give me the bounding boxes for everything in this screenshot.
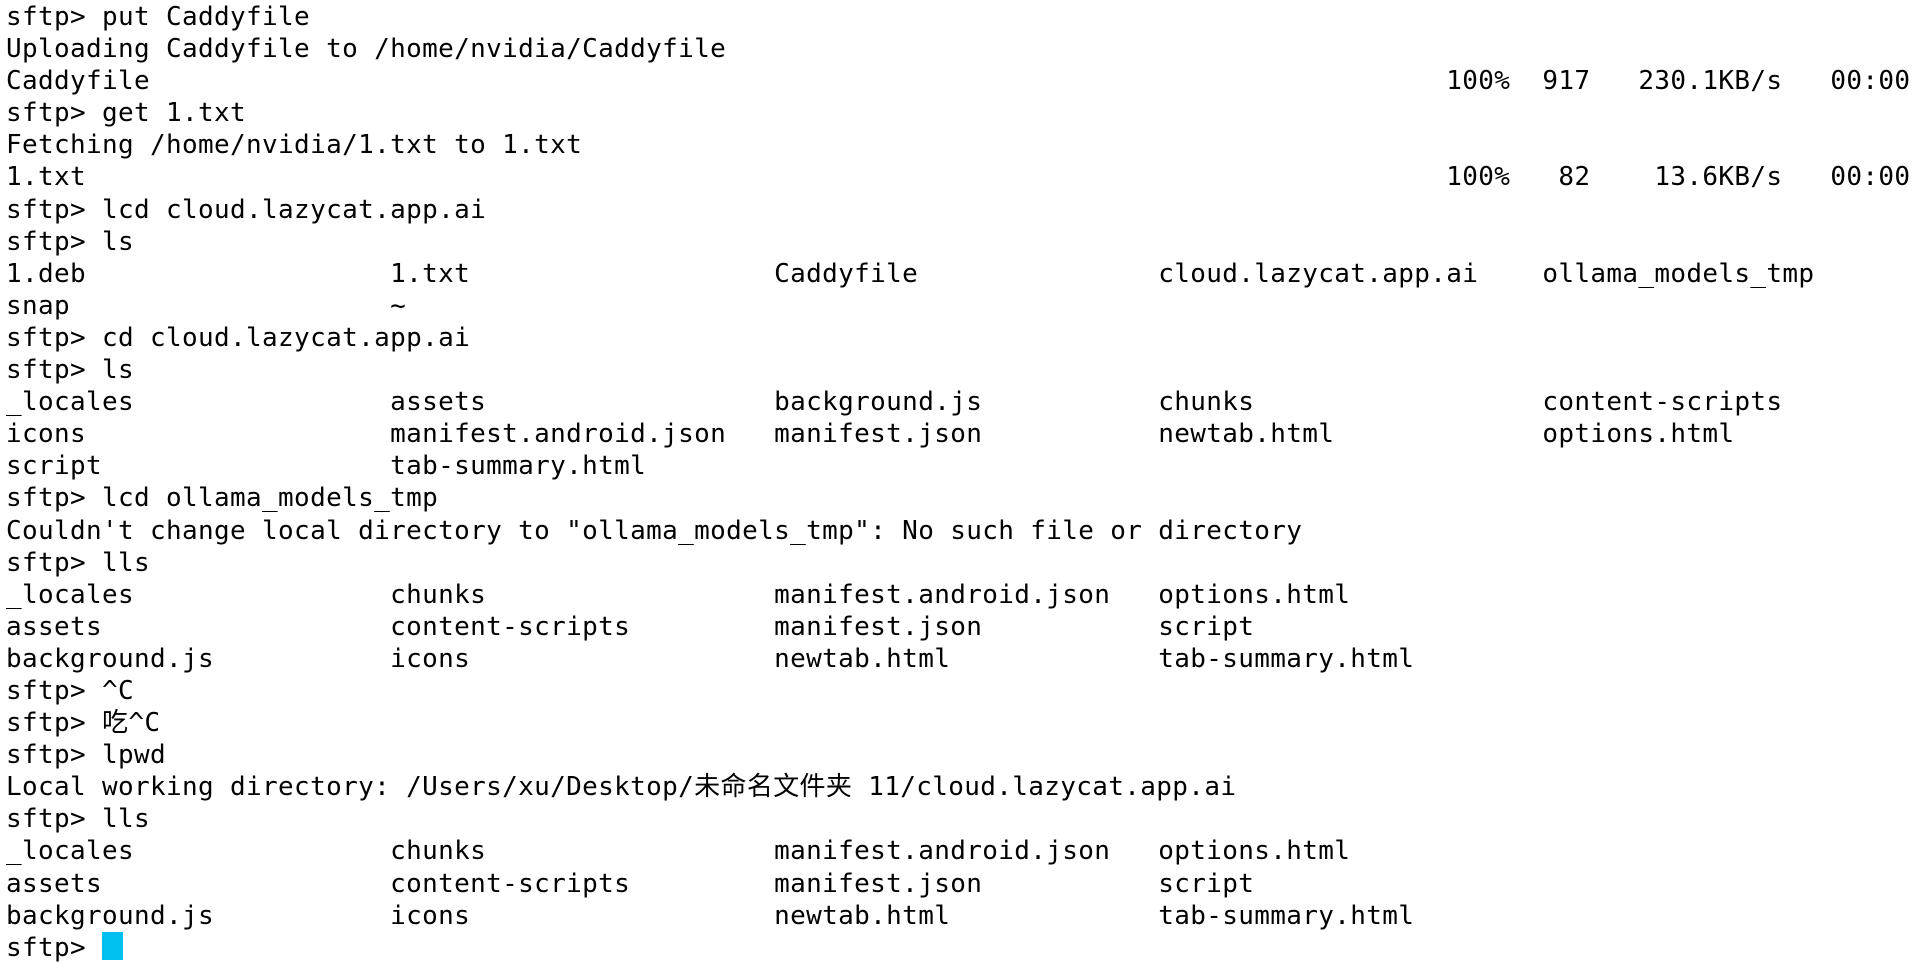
terminal-line: sftp> lcd ollama_models_tmp — [6, 483, 439, 514]
terminal-line: background.js icons newtab.html tab-summ… — [6, 643, 1415, 674]
terminal-line: sftp> ls — [6, 355, 135, 386]
terminal-line: sftp> lls — [6, 547, 151, 578]
terminal-line: sftp> 吃^C — [6, 708, 161, 739]
terminal-line: Caddyfile 100% 917 230.1KB/s 00:00 — [6, 66, 1911, 97]
terminal-line: Fetching /home/nvidia/1.txt to 1.txt — [6, 130, 583, 161]
terminal-line: sftp> cd cloud.lazycat.app.ai — [6, 322, 471, 353]
terminal-line: sftp> lpwd — [6, 740, 167, 771]
prompt-text: sftp> — [6, 932, 103, 963]
terminal-line: 1.deb 1.txt Caddyfile cloud.lazycat.app.… — [6, 258, 1815, 289]
terminal-line: icons manifest.android.json manifest.jso… — [6, 419, 1735, 450]
terminal-line: sftp> ^C — [6, 675, 135, 706]
terminal-line: sftp> put Caddyfile — [6, 2, 311, 32]
terminal-line: sftp> lls — [6, 804, 151, 835]
terminal-line: _locales assets background.js chunks con… — [6, 387, 1783, 418]
terminal-line: _locales chunks manifest.android.json op… — [6, 579, 1351, 610]
terminal-line: 1.txt 100% 82 13.6KB/s 00:00 — [6, 162, 1911, 193]
terminal-line: _locales chunks manifest.android.json op… — [6, 836, 1351, 867]
terminal-line: background.js icons newtab.html tab-summ… — [6, 900, 1415, 931]
text-cursor — [102, 931, 124, 960]
terminal-line: sftp> lcd cloud.lazycat.app.ai — [6, 194, 487, 225]
terminal-line: assets content-scripts manifest.json scr… — [6, 611, 1255, 642]
terminal-line: Local working directory: /Users/xu/Deskt… — [6, 772, 1237, 803]
terminal-line: Couldn't change local directory to "olla… — [6, 515, 1303, 546]
terminal-line: assets content-scripts manifest.json scr… — [6, 868, 1255, 899]
terminal-line: snap ~ — [6, 290, 407, 321]
terminal-line: sftp> ls — [6, 226, 135, 257]
terminal-line: sftp> get 1.txt — [6, 98, 247, 129]
terminal-line: script tab-summary.html — [6, 451, 647, 482]
prompt-line[interactable]: sftp> — [6, 931, 1922, 964]
terminal-line: Uploading Caddyfile to /home/nvidia/Cadd… — [6, 34, 727, 65]
